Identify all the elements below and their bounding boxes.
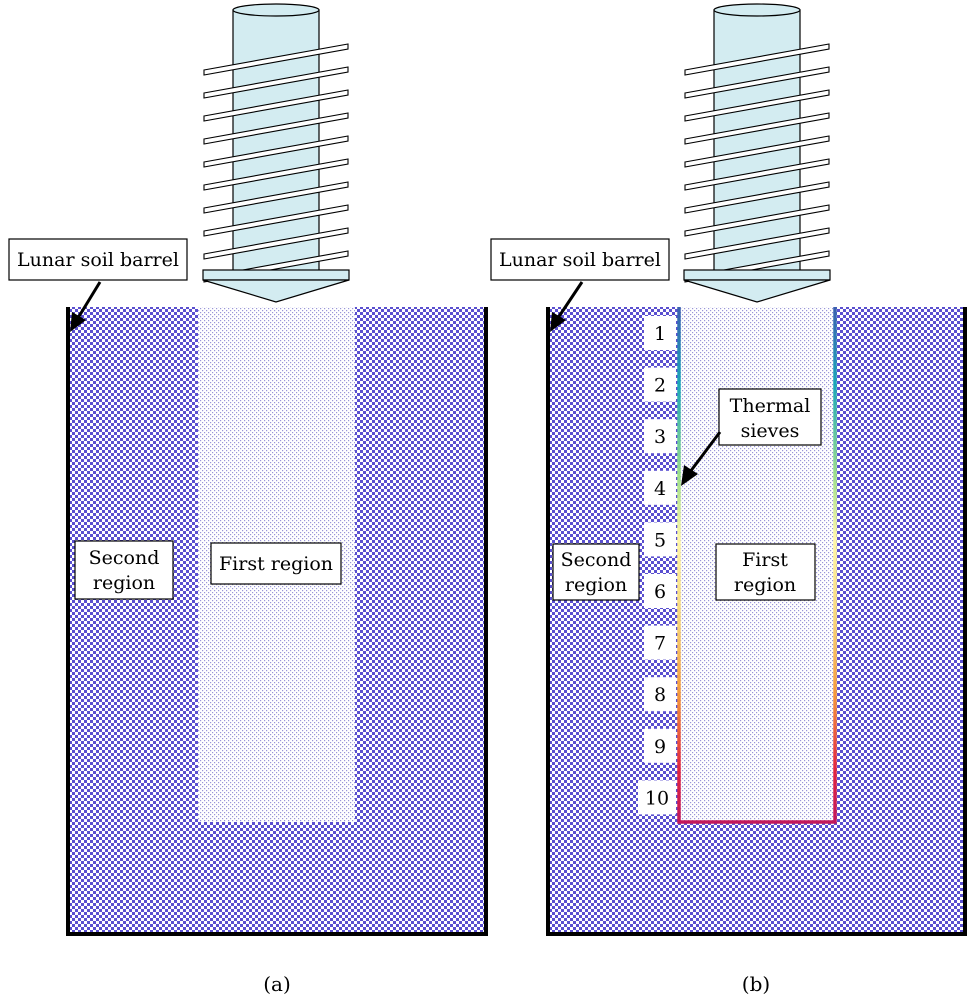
barrel-arrow-line bbox=[556, 281, 584, 319]
panel-b-label: (b) bbox=[742, 972, 770, 996]
drill-shaft bbox=[713, 9, 801, 273]
drill-thread bbox=[684, 204, 830, 237]
barrel-arrow-head bbox=[70, 312, 86, 332]
drill-shaft-top bbox=[232, 3, 320, 17]
panel-a-label: (a) bbox=[263, 972, 291, 996]
drill-shaft-top bbox=[713, 3, 801, 17]
drill-thread bbox=[684, 43, 830, 76]
sieve-number: 7 bbox=[654, 633, 666, 655]
sieve-number-box bbox=[644, 470, 676, 505]
barrel-callout-box bbox=[8, 238, 188, 281]
barrel-callout-box bbox=[490, 238, 670, 281]
thermal-sieves-text-2: sieves bbox=[741, 420, 800, 442]
drill-threads bbox=[203, 43, 349, 283]
sieve-number: 3 bbox=[654, 426, 666, 448]
barrel-callout-text: Lunar soil barrel bbox=[17, 249, 179, 271]
sieve-number: 10 bbox=[645, 787, 669, 809]
second-region-text-1: Second bbox=[561, 549, 632, 571]
drill-thread bbox=[203, 43, 349, 76]
drill-thread bbox=[684, 227, 830, 260]
drill-tip bbox=[202, 279, 350, 303]
drill-b bbox=[683, 3, 831, 303]
drill-thread bbox=[203, 204, 349, 237]
sieve-number-box bbox=[644, 367, 676, 402]
thermal-sieves-arrow-head bbox=[681, 465, 698, 486]
drill-thread bbox=[203, 158, 349, 191]
drill-threads bbox=[684, 43, 830, 283]
sieve-number: 2 bbox=[654, 375, 666, 397]
sieve-number: 5 bbox=[654, 529, 666, 551]
first-region-text-1: First bbox=[742, 549, 788, 571]
barrel-arrow-head bbox=[550, 312, 566, 332]
thermal-sieves-text-1: Thermal bbox=[730, 395, 811, 417]
sieve-number-box bbox=[644, 677, 676, 712]
drill-thread bbox=[684, 158, 830, 191]
sieve-number-labels: 1 2 3 4 5 6 7 8 9 10 bbox=[638, 316, 676, 815]
first-region-text-2: region bbox=[734, 574, 796, 596]
drill-thread bbox=[203, 89, 349, 122]
second-region-text-2: region bbox=[93, 572, 155, 594]
sieve-number: 9 bbox=[654, 736, 666, 758]
drill-collar bbox=[683, 269, 831, 281]
first-region-box bbox=[715, 543, 816, 601]
drill-thread bbox=[684, 112, 830, 145]
drill-thread bbox=[203, 181, 349, 214]
sieve-number: 4 bbox=[654, 478, 666, 500]
lunar-soil-barrel-wall bbox=[546, 307, 967, 936]
barrel-arrow-line bbox=[76, 281, 102, 319]
drill-thread bbox=[203, 135, 349, 168]
drill-thread bbox=[684, 135, 830, 168]
second-region-text-2: region bbox=[565, 574, 627, 596]
drill-thread bbox=[684, 181, 830, 214]
sieve-number-box bbox=[644, 728, 676, 763]
sieve-number: 6 bbox=[654, 581, 666, 603]
sieve-number-box bbox=[644, 625, 676, 660]
drill-thread bbox=[684, 66, 830, 99]
thermal-sieves-box bbox=[718, 388, 822, 446]
thermal-sieves-arrow-line bbox=[688, 431, 722, 473]
sieve-number-box bbox=[638, 780, 676, 815]
drill-thread bbox=[203, 66, 349, 99]
drill-tip bbox=[683, 279, 831, 303]
drill-collar bbox=[202, 269, 350, 281]
sieve-number: 8 bbox=[654, 684, 666, 706]
second-region-box bbox=[74, 540, 174, 600]
drill-thread bbox=[684, 89, 830, 122]
drill-thread bbox=[203, 112, 349, 145]
drill-thread bbox=[203, 227, 349, 260]
sieve-number-box bbox=[644, 419, 676, 454]
lunar-soil-barrel-wall bbox=[66, 307, 488, 936]
second-region-text-1: Second bbox=[89, 547, 160, 569]
sieve-number-box bbox=[644, 574, 676, 608]
barrel-callout-text: Lunar soil barrel bbox=[499, 249, 661, 271]
drill-a bbox=[202, 3, 350, 303]
thermal-sieves bbox=[677, 307, 837, 824]
first-region-box bbox=[210, 542, 342, 585]
drill-shaft bbox=[232, 9, 320, 273]
sieve-number-box bbox=[644, 522, 676, 557]
second-region-box bbox=[552, 543, 640, 601]
first-region-text: First region bbox=[219, 553, 333, 575]
sieve-number: 1 bbox=[654, 323, 666, 345]
sieve-number-box bbox=[644, 316, 676, 350]
panel-a: Lunar soil barrel Second region First re… bbox=[8, 3, 488, 996]
panel-b: 1 2 3 4 5 6 7 8 9 10 Lunar soil barrel Thermal si… bbox=[490, 3, 967, 996]
